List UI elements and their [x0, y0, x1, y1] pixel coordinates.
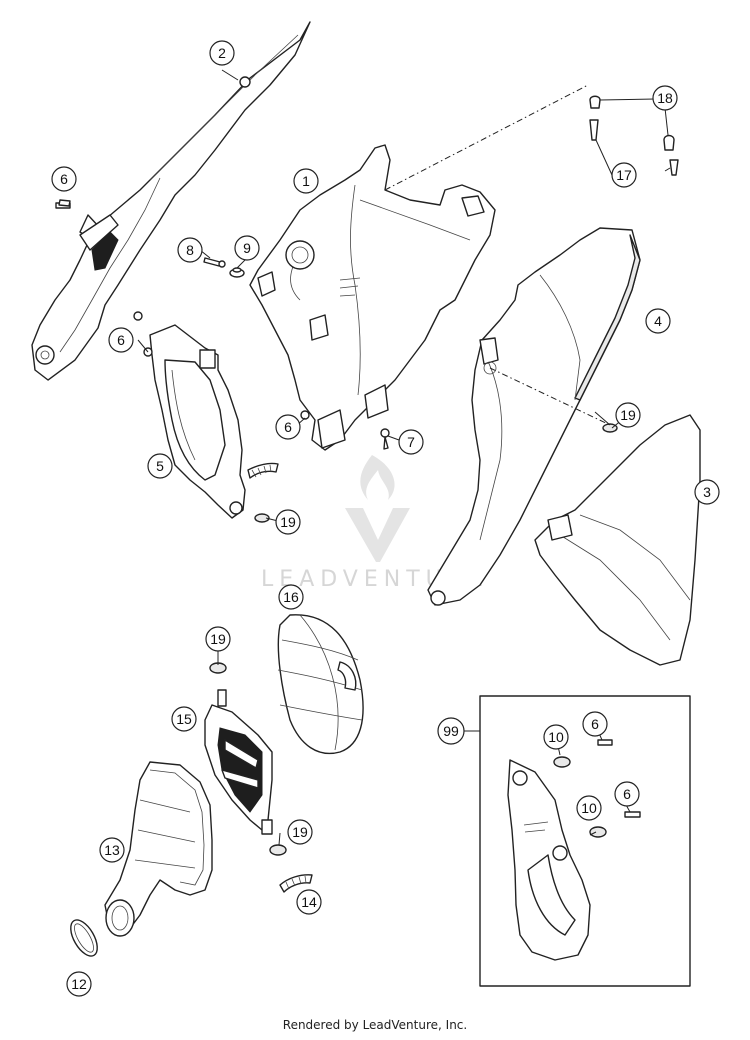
callout-16: 16	[278, 584, 304, 610]
callout-17: 17	[611, 162, 637, 188]
svg-text:6: 6	[591, 716, 599, 732]
callout-6-kit-upper: 6	[582, 711, 608, 737]
callout-19-cage: 19	[275, 509, 301, 535]
callout-10-lower: 10	[576, 795, 602, 821]
svg-text:15: 15	[176, 711, 192, 727]
svg-text:6: 6	[284, 419, 292, 435]
svg-text:9: 9	[243, 240, 251, 256]
part-13-intake-boot[interactable]	[104, 761, 213, 937]
callout-19-filter-top: 19	[205, 626, 231, 652]
callout-99: 99	[437, 717, 465, 745]
part-14-clip[interactable]	[279, 874, 313, 893]
footer-credit: Rendered by LeadVenture, Inc.	[282, 1018, 468, 1032]
callout-10-upper: 10	[543, 724, 569, 750]
callout-6-kit-lower: 6	[614, 781, 640, 807]
svg-text:7: 7	[407, 434, 415, 450]
svg-text:17: 17	[616, 167, 632, 183]
part-2-side-panel-left[interactable]	[31, 21, 311, 381]
svg-text:10: 10	[548, 729, 564, 745]
callout-6-left: 6	[51, 166, 77, 192]
svg-text:19: 19	[280, 514, 296, 530]
svg-text:10: 10	[581, 800, 597, 816]
svg-text:4: 4	[654, 313, 662, 329]
svg-text:1: 1	[302, 173, 310, 189]
callout-4: 4	[645, 308, 671, 334]
callout-15: 15	[171, 706, 197, 732]
fasteners	[58, 95, 679, 856]
svg-text:6: 6	[117, 332, 125, 348]
svg-text:19: 19	[210, 631, 226, 647]
svg-text:6: 6	[60, 171, 68, 187]
callout-5: 5	[147, 453, 173, 479]
callout-19-filter-bottom: 19	[287, 819, 313, 845]
part-15-filter-support[interactable]	[204, 689, 273, 835]
part-99-kit[interactable]	[479, 695, 691, 987]
svg-text:5: 5	[156, 458, 164, 474]
svg-text:99: 99	[443, 723, 459, 739]
svg-text:19: 19	[292, 824, 308, 840]
callout-18: 18	[652, 85, 678, 111]
part-12-hose-clamp[interactable]	[65, 916, 102, 961]
svg-text:13: 13	[104, 842, 120, 858]
svg-text:3: 3	[703, 484, 711, 500]
callout-6-airbox: 6	[275, 414, 301, 440]
svg-text:2: 2	[218, 45, 226, 61]
svg-text:12: 12	[71, 976, 87, 992]
callout-14: 14	[296, 889, 322, 915]
callout-7: 7	[398, 429, 424, 455]
callout-3: 3	[694, 479, 720, 505]
svg-text:14: 14	[301, 894, 317, 910]
callout-19-right-panel: 19	[615, 402, 641, 428]
callout-2: 2	[209, 40, 235, 66]
part-3-shroud[interactable]	[534, 414, 701, 666]
callout-1: 1	[293, 168, 319, 194]
svg-text:8: 8	[186, 242, 194, 258]
part-4-side-panel-right[interactable]	[427, 227, 641, 606]
svg-text:6: 6	[623, 786, 631, 802]
callout-6-cage: 6	[108, 327, 134, 353]
callout-9: 9	[234, 235, 260, 261]
svg-text:16: 16	[283, 589, 299, 605]
part-5-filter-cage[interactable]	[133, 311, 279, 519]
part-1-airbox[interactable]	[249, 144, 496, 451]
callout-8: 8	[177, 237, 203, 263]
svg-text:19: 19	[620, 407, 636, 423]
callout-13: 13	[99, 837, 125, 863]
svg-text:18: 18	[657, 90, 673, 106]
callout-12: 12	[66, 971, 92, 997]
part-16-air-filter[interactable]	[277, 614, 364, 755]
